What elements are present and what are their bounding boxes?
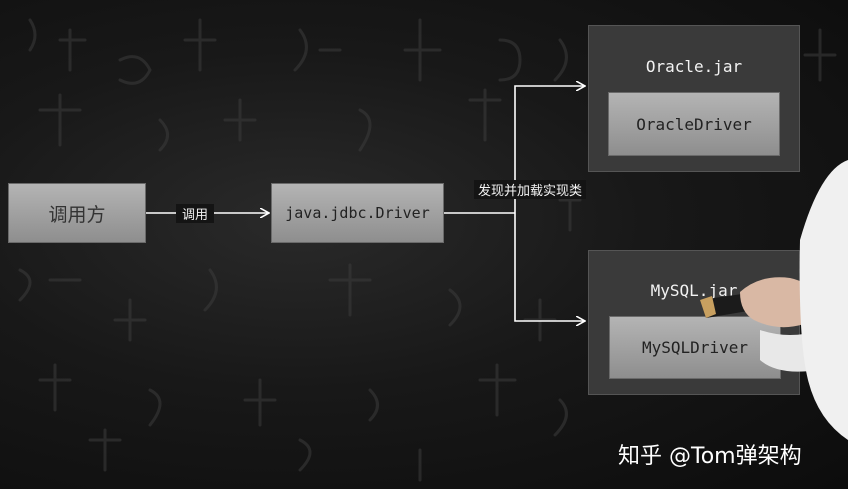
driver-interface-box: java.jdbc.Driver (271, 183, 444, 243)
mysql-driver-label: MySQLDriver (642, 338, 748, 357)
find-arrow-label: 发现并加载实现类 (474, 180, 587, 199)
mysql-arrow (514, 213, 584, 321)
oracle-jar-title: Oracle.jar (645, 57, 743, 76)
zhihu-watermark: 知乎 @Tom弹架构 (618, 444, 802, 469)
mysql-jar-title: MySQL.jar (650, 281, 738, 300)
call-arrow-label: 调用 (176, 204, 215, 223)
caller-box: 调用方 (8, 183, 146, 243)
oracle-arrow (514, 86, 584, 213)
caller-label: 调用方 (48, 203, 106, 226)
oracle-driver-box: OracleDriver (608, 92, 780, 156)
driver-interface-label: java.jdbc.Driver (285, 204, 430, 222)
oracle-driver-label: OracleDriver (636, 114, 752, 134)
mysql-driver-box: MySQLDriver (609, 316, 781, 379)
